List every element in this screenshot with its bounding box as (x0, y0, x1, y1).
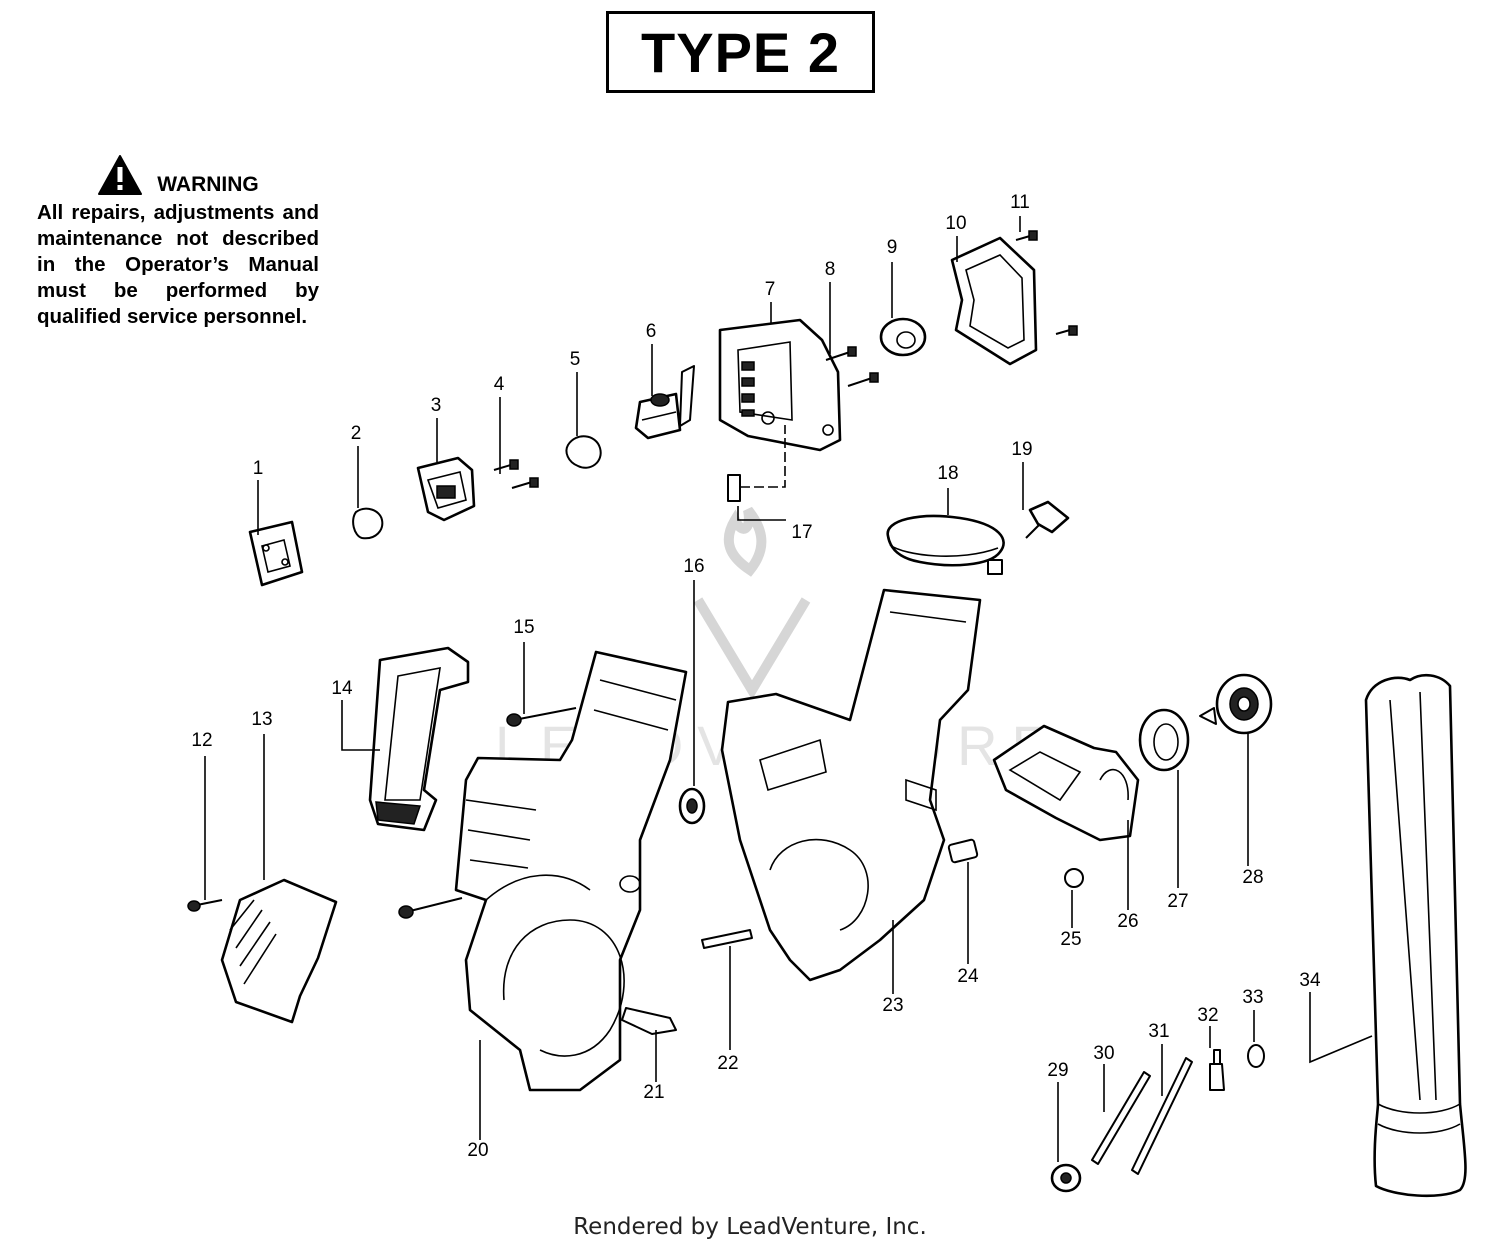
part-label-10: 10 (945, 213, 966, 234)
part-label-15: 15 (513, 617, 534, 638)
part-14-handle (368, 646, 470, 832)
part-label-14: 14 (331, 678, 353, 699)
warning-notice: WARNING All repairs, adjustments and mai… (37, 148, 319, 330)
part-1-gasket (248, 520, 304, 587)
part-label-1: 1 (253, 458, 264, 479)
part-8-screws (825, 346, 879, 387)
part-31-fuel-line (1131, 1057, 1193, 1175)
part-label-13: 13 (251, 709, 272, 730)
part-2-seal (352, 507, 384, 540)
part-9-isolator (879, 317, 927, 357)
part-label-29: 29 (1047, 1060, 1068, 1081)
part-label-32: 32 (1197, 1005, 1218, 1026)
part-30-fuel-line (1091, 1071, 1151, 1165)
part-28-end-cap (1199, 673, 1273, 735)
part-label-5: 5 (570, 349, 581, 370)
part-label-30: 30 (1093, 1043, 1114, 1064)
part-27-ring (1138, 708, 1190, 772)
warning-triangle-icon (98, 155, 143, 195)
part-23-fan-housing (720, 588, 982, 982)
part-label-23: 23 (882, 995, 903, 1016)
part-label-16: 16 (683, 556, 704, 577)
part-label-18: 18 (937, 463, 958, 484)
part-label-19: 19 (1011, 439, 1032, 460)
part-label-3: 3 (431, 395, 442, 416)
part-label-27: 27 (1167, 891, 1188, 912)
part-17-label (727, 425, 786, 502)
part-32-fuel-filter (1209, 1049, 1225, 1091)
part-label-9: 9 (887, 237, 898, 258)
part-20-blower-housing (454, 650, 688, 1092)
part-13-cover (220, 878, 338, 1024)
part-6-carburetor (634, 365, 695, 440)
part-number-labels: 1 2 3 4 5 6 7 8 9 10 11 12 13 14 15 16 1… (191, 192, 1321, 1161)
part-24-grommet (947, 838, 979, 864)
part-label-26: 26 (1117, 911, 1138, 932)
part-label-11: 11 (1010, 192, 1030, 213)
part-label-7: 7 (765, 279, 776, 300)
part-label-25: 25 (1060, 929, 1081, 950)
part-3-air-filter-base (416, 456, 476, 522)
part-label-6: 6 (646, 321, 657, 342)
part-label-20: 20 (467, 1140, 488, 1161)
leader-lines (204, 216, 1373, 1162)
part-26-intake-cover (992, 724, 1140, 842)
warning-header: WARNING (37, 148, 319, 196)
part-34-blower-tube (1364, 673, 1467, 1198)
part-19-knob (1025, 500, 1070, 539)
part-label-33: 33 (1242, 987, 1263, 1008)
warning-heading: WARNING (157, 173, 259, 196)
part-label-22: 22 (717, 1053, 738, 1074)
part-label-21: 21 (643, 1082, 664, 1103)
part-33-bushing (1247, 1044, 1265, 1068)
part-22-pin (701, 929, 753, 949)
part-15-screws (398, 707, 577, 919)
part-25-plug (1064, 868, 1084, 888)
diagram-title-box: TYPE 2 (606, 11, 875, 93)
part-12-screw (187, 899, 223, 912)
part-29-washer (1050, 1163, 1082, 1193)
part-label-2: 2 (351, 423, 362, 444)
part-label-24: 24 (957, 966, 979, 987)
part-label-12: 12 (191, 730, 212, 751)
part-label-28: 28 (1242, 867, 1263, 888)
part-11-screws (1015, 230, 1078, 336)
part-label-17: 17 (791, 522, 812, 543)
part-4-screws (493, 459, 539, 489)
part-16-impeller (678, 787, 706, 825)
footer-credit: Rendered by LeadVenture, Inc. (573, 1214, 927, 1240)
part-label-31: 31 (1148, 1021, 1169, 1042)
diagram-title: TYPE 2 (641, 20, 840, 84)
part-label-4: 4 (494, 374, 505, 395)
part-10-cover-plate (950, 236, 1038, 366)
part-7-engine-housing (718, 318, 842, 452)
part-label-34: 34 (1299, 970, 1321, 991)
part-label-8: 8 (825, 259, 836, 280)
part-21-latch (621, 1007, 677, 1035)
part-5-gasket-ring (565, 435, 602, 469)
part-18-clamp (886, 514, 1005, 575)
warning-text: All repairs, adjustments and maintenance… (37, 201, 319, 328)
